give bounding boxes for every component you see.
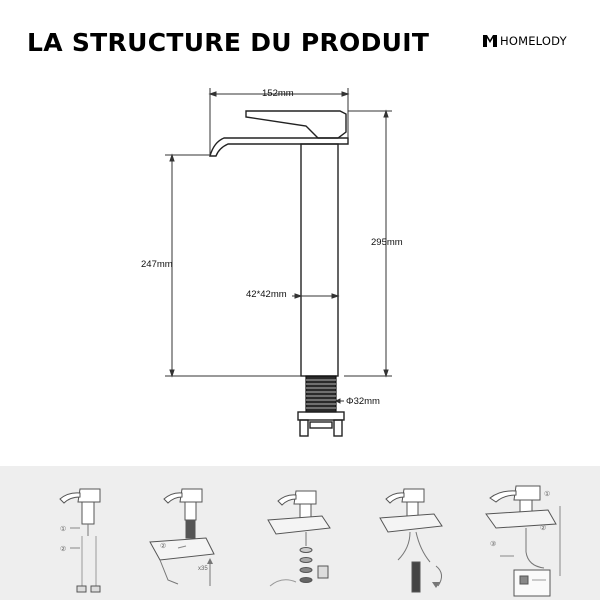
install-step-2 [149,488,215,586]
page-title: LA STRUCTURE DU PRODUIT [27,28,430,57]
install-step-3 [267,490,331,587]
step2-note: x35 [198,566,208,572]
step2-marker-2: ② [160,542,166,550]
faucet-dimension-drawing: 152mm 247mm 295mm 42*42mm Φ32mm [141,88,403,437]
mounting-bracket [297,411,345,437]
dimension-section: LA STRUCTURE DU PRODUIT HOMELODY [27,28,567,437]
homelody-logo-icon [483,35,497,47]
install-step-1 [59,488,101,593]
step5-marker-2: ② [540,524,546,532]
installation-steps-section: ① ② ② x35 [0,466,600,600]
brand-logo: HOMELODY [483,33,567,49]
install-step-5 [485,485,561,597]
step1-marker-1: ① [60,525,66,533]
brand-name: HOMELODY [500,34,567,48]
step5-marker-3: ③ [490,540,496,548]
install-step-4 [379,488,443,593]
step1-marker-2: ② [60,545,66,553]
threaded-shank [305,375,337,413]
dimension-base-label: 42*42mm [246,289,287,300]
dimension-spout-height-label: 247mm [141,259,173,270]
dimension-thread-label: Φ32mm [346,396,380,407]
dimension-width-label: 152mm [262,88,294,99]
step5-marker-1: ① [544,490,550,498]
dimension-total-height-label: 295mm [371,237,403,248]
